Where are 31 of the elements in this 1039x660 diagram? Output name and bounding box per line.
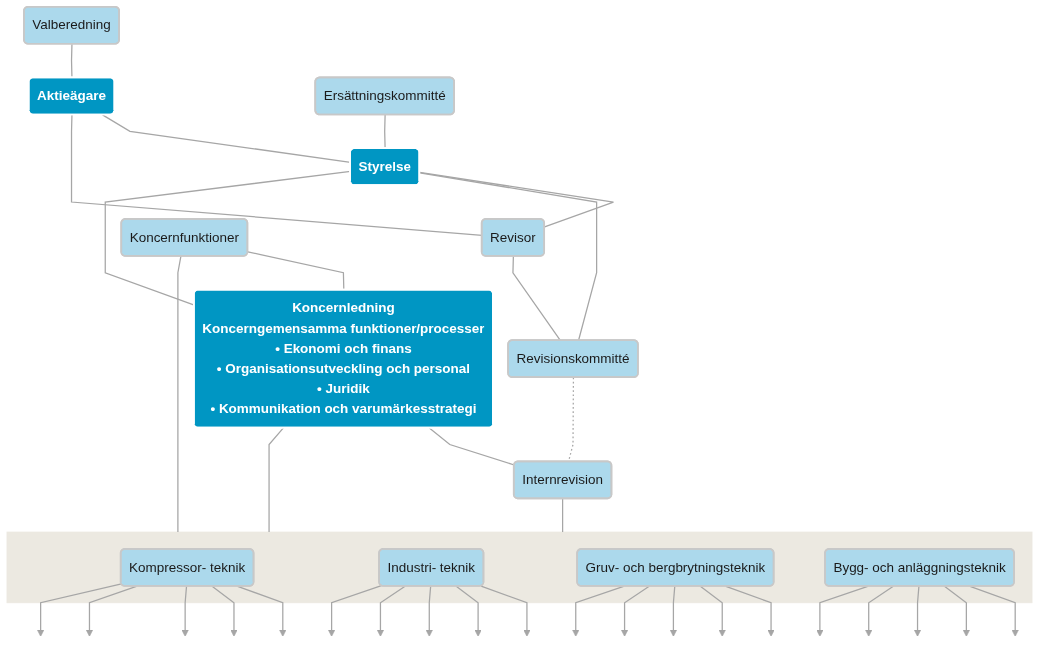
connector — [428, 427, 515, 466]
arrow — [237, 585, 287, 637]
arrow — [327, 585, 382, 637]
arrow — [480, 585, 531, 637]
connector — [268, 427, 285, 533]
arrow — [620, 585, 650, 637]
arrow — [943, 585, 971, 637]
connector — [384, 114, 386, 150]
arrow — [211, 585, 238, 637]
arrow — [455, 585, 482, 637]
arrow — [816, 585, 869, 637]
arrow — [913, 585, 922, 637]
arrow — [865, 585, 894, 637]
connector — [177, 255, 182, 533]
arrow — [572, 585, 625, 637]
connector — [247, 251, 345, 291]
arrow — [969, 585, 1019, 637]
arrow — [36, 583, 123, 637]
arrow — [725, 585, 775, 637]
connector — [419, 172, 598, 342]
arrow — [425, 585, 433, 637]
cluster — [6, 531, 1033, 604]
connector — [70, 43, 73, 79]
arrow — [85, 585, 137, 637]
arrow — [699, 585, 726, 637]
connector — [419, 171, 615, 228]
arrow — [181, 585, 189, 637]
arrow — [669, 585, 678, 637]
connector — [512, 255, 562, 342]
connector — [562, 497, 564, 533]
arrow — [376, 585, 406, 637]
